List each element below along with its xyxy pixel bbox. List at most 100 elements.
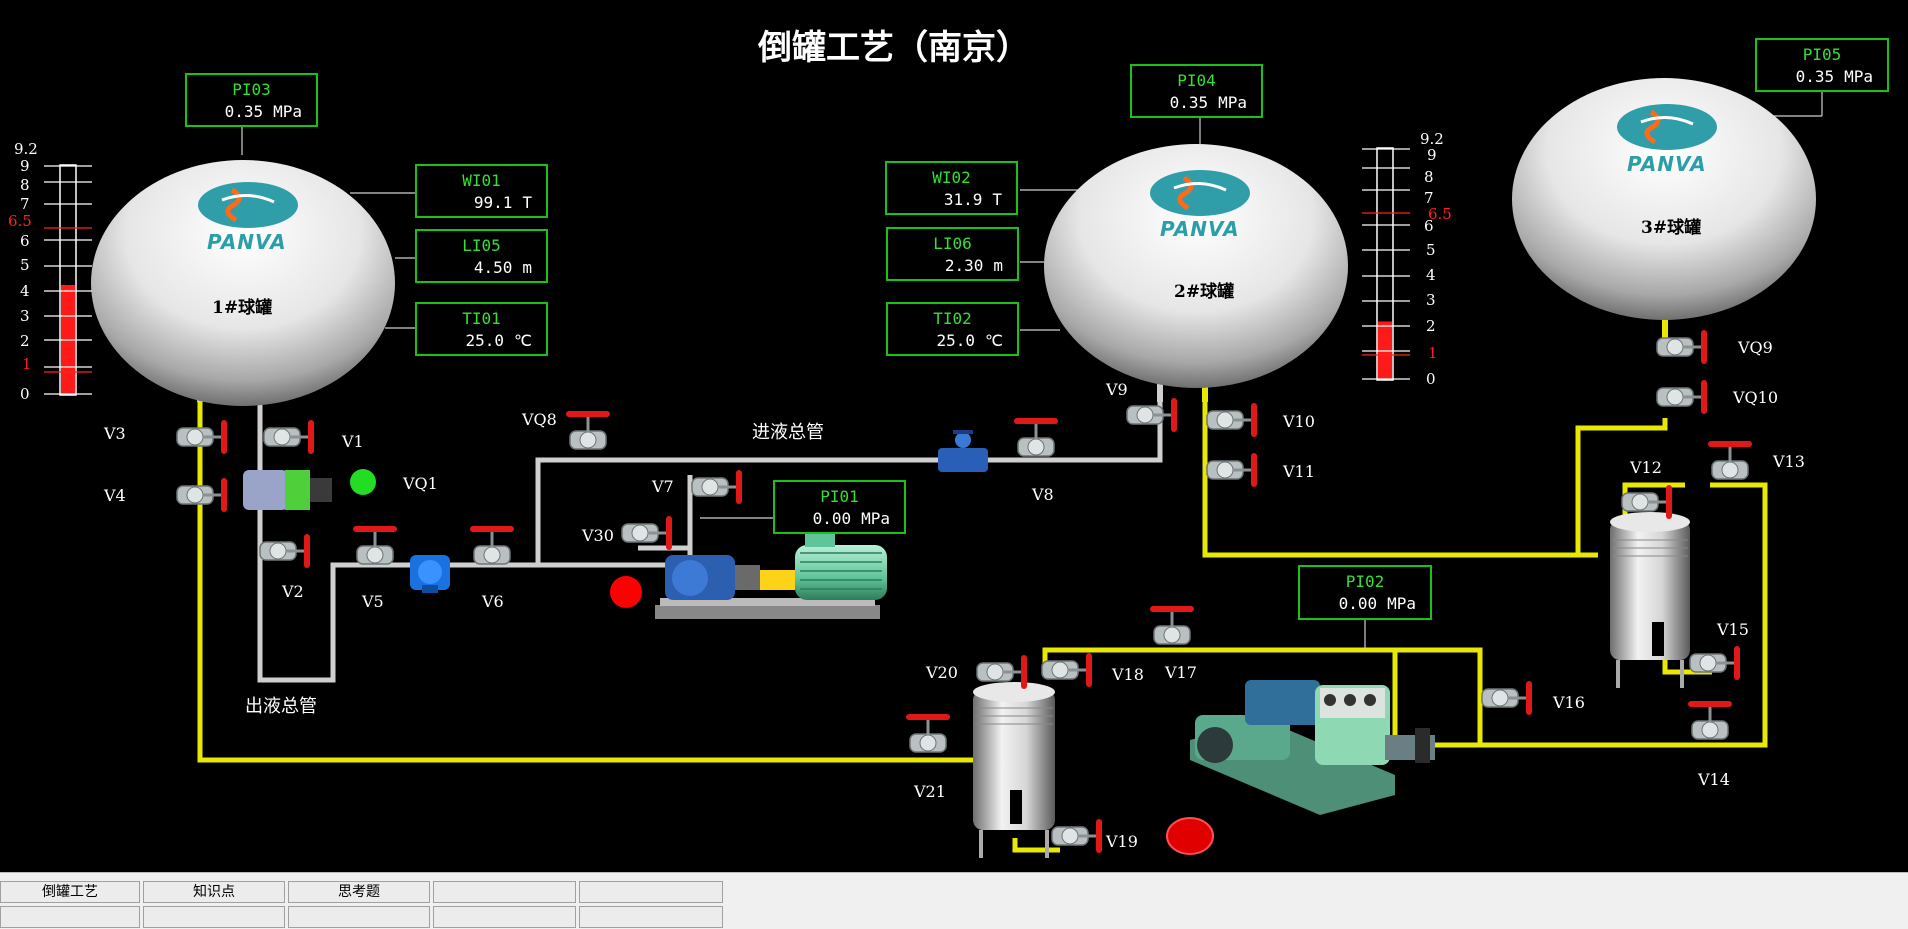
tab-row2-2[interactable] (143, 906, 285, 928)
gas-pipes (257, 385, 1163, 683)
valve-label-v8: V8 (1032, 485, 1054, 504)
inlet-header-label: 进液总管 (752, 422, 824, 443)
valve-v9[interactable] (1126, 398, 1177, 432)
valve-label-v11: V11 (1283, 462, 1315, 481)
gauge-right-top: 9.2 (1420, 130, 1444, 148)
tank-3-label: 3#球罐 (1641, 218, 1702, 238)
tag-li06-name: LI06 (933, 234, 972, 253)
valve-v10[interactable] (1206, 403, 1257, 437)
page-title: 倒罐工艺（南京） (758, 28, 1030, 68)
gauge-left-tick: 6 (20, 232, 30, 250)
tag-ti01[interactable]: TI01 25.0℃ (415, 302, 548, 356)
tag-li05[interactable]: LI05 4.50 m (415, 229, 548, 283)
valve-v21[interactable] (906, 714, 950, 753)
valve-v8[interactable] (1014, 418, 1058, 457)
valve-label-v20: V20 (926, 663, 958, 682)
tag-li05-value: 4.50 (473, 258, 513, 277)
tag-pi04-name: PI04 (1177, 71, 1216, 90)
vq1-status-lamp (350, 469, 376, 495)
gauge-right-tick: 2 (1426, 317, 1436, 335)
tab-empty-5[interactable] (579, 881, 723, 903)
tank-1-label: 1#球罐 (212, 298, 273, 318)
gauge-right-tick: 9 (1427, 146, 1437, 164)
valve-vq9[interactable] (1656, 330, 1707, 364)
tag-wi02-name: WI02 (932, 168, 971, 187)
tag-pi02-name: PI02 (1345, 572, 1385, 591)
tab-row2-3[interactable] (288, 906, 430, 928)
process-diagram (44, 78, 1823, 858)
valve-vq10[interactable] (1656, 380, 1707, 414)
tab-transfer-process[interactable]: 倒罐工艺 (0, 881, 140, 903)
level-gauge-left (44, 164, 92, 396)
tag-ti01-unit: ℃ (514, 331, 532, 350)
tab-row2-5[interactable] (579, 906, 723, 928)
valve-v14[interactable] (1688, 701, 1732, 740)
valve-v30[interactable] (621, 516, 672, 550)
tag-pi05-unit: MPa (1844, 67, 1873, 86)
gauge-left-tick: 4 (20, 282, 30, 300)
tab-knowledge-points[interactable]: 知识点 (143, 881, 285, 903)
valve-vq8[interactable] (566, 411, 610, 450)
valve-v16[interactable] (1481, 681, 1532, 715)
valve-v4[interactable] (176, 478, 227, 512)
gauge-right-tick: 5 (1426, 241, 1436, 259)
tank-1-logo: PANVA (207, 230, 287, 254)
valve-label-v5: V5 (362, 592, 384, 611)
tab-row2-4[interactable] (433, 906, 576, 928)
valve-v13[interactable] (1708, 441, 1752, 480)
valve-v15[interactable] (1689, 646, 1740, 680)
tag-pi03-value: 0.35 (224, 102, 264, 121)
tag-ti02[interactable]: TI02 25.0℃ (886, 302, 1019, 356)
tag-li06-value: 2.30 (944, 256, 984, 275)
gauge-right-tick: 3 (1426, 291, 1436, 309)
tag-wi02-unit: T (992, 190, 1002, 209)
valve-v7[interactable] (691, 470, 742, 504)
valve-v20[interactable] (976, 655, 1027, 689)
gauge-right-tick: 6 (1424, 217, 1434, 235)
tab-questions[interactable]: 思考题 (288, 881, 430, 903)
valve-v19[interactable] (1051, 819, 1102, 853)
valve-label-v4: V4 (104, 486, 126, 505)
valve-v3[interactable] (176, 420, 227, 454)
tab-row2-1[interactable] (0, 906, 140, 928)
tag-pi01-unit: MPa (861, 509, 890, 528)
valve-label-v21: V21 (914, 782, 946, 801)
gauge-left-tick: 3 (20, 307, 30, 325)
process-canvas: 倒罐工艺（南京） 1#球罐 2#球罐 3#球罐 PANVA PANVA PANV… (8, 28, 1889, 858)
tank-3-logo: PANVA (1627, 152, 1707, 176)
valve-label-vq9: VQ9 (1738, 338, 1773, 357)
valve-label-vq10: VQ10 (1733, 388, 1779, 407)
valve-label-v10: V10 (1283, 412, 1315, 431)
valve-v17[interactable] (1150, 606, 1194, 645)
tag-pi04-value: 0.35 (1169, 93, 1209, 112)
gauge-right-low-marker: 1 (1428, 344, 1438, 362)
valve-label-v30: V30 (582, 526, 614, 545)
tag-pi03-name: PI03 (232, 80, 271, 99)
tab-empty-4[interactable] (433, 881, 576, 903)
valve-label-v2: V2 (282, 582, 304, 601)
valve-v11[interactable] (1206, 453, 1257, 487)
valve-v1[interactable] (263, 420, 314, 454)
outlet-header-label: 出液总管 (245, 696, 317, 717)
tank-2-logo: PANVA (1160, 217, 1240, 241)
gauge-left-top: 9.2 (14, 140, 38, 158)
level-gauge-right-fill (1378, 321, 1392, 379)
valve-v18[interactable] (1041, 653, 1092, 687)
tag-li05-name: LI05 (462, 236, 501, 255)
valve-label-v14: V14 (1698, 770, 1730, 789)
valve-v5[interactable] (353, 526, 397, 565)
valve-v2[interactable] (259, 534, 310, 568)
valve-v6[interactable] (470, 526, 514, 565)
tag-li05-unit: m (522, 258, 532, 277)
level-gauge-right (1362, 147, 1410, 381)
valve-label-v9: V9 (1106, 380, 1128, 399)
valve-v12[interactable] (1621, 485, 1672, 519)
